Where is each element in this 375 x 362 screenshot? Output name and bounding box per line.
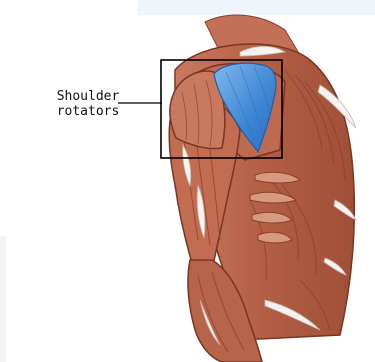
label-line-2: rotators [40,104,136,119]
shoulder-rotators-label: Shoulder rotators [40,89,136,119]
label-line-1: Shoulder [40,89,136,104]
